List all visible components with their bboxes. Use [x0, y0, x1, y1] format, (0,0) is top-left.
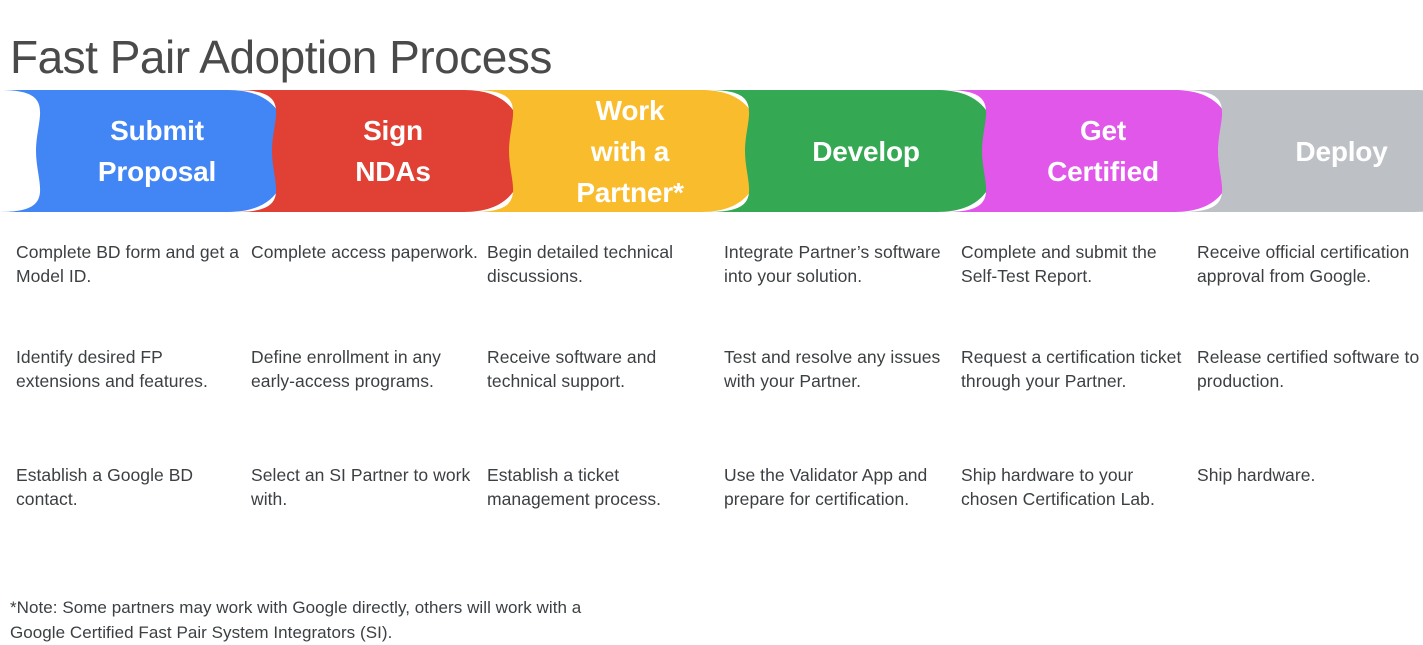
stage-banner-shape-sign-ndas: [236, 90, 524, 212]
step-item: Complete and submit the Self-Test Report…: [961, 242, 1157, 286]
step-item: Select an SI Partner to work with.: [251, 465, 471, 509]
stage-banner-develop[interactable]: Develop: [709, 90, 997, 212]
footnote-note: *Note: Some partners may work with Googl…: [10, 598, 582, 642]
stage-banner-shape-deploy: [1182, 90, 1423, 212]
step-item: Receive software and technical support.: [487, 347, 657, 391]
step-item: Use the Validator App and prepare for ce…: [724, 465, 928, 509]
stage-banner-get-certified[interactable]: Get Certified: [946, 90, 1234, 212]
step-item: Complete access paperwork.: [251, 242, 478, 262]
stage-label-sign-ndas: Sign NDAs: [355, 115, 431, 187]
stage-banner-shape-get-certified: [946, 90, 1234, 212]
step-item: Define enrollment in any early-access pr…: [251, 347, 441, 391]
step-item: Complete BD form and get a Model ID.: [16, 242, 240, 286]
process-steps-grid: Complete BD form and get a Model ID. Iden…: [0, 240, 1423, 560]
stage-banner-deploy[interactable]: Deploy: [1182, 90, 1423, 212]
stage-banner-work-with-a-partner[interactable]: Work with a Partner*: [473, 90, 761, 212]
page-title: Fast Pair Adoption Process: [10, 30, 552, 83]
stage-banner-shape-develop: [709, 90, 997, 212]
step-item: Establish a ticket management process.: [487, 465, 662, 509]
step-item: Ship hardware.: [1197, 465, 1316, 485]
stage-label-deploy: Deploy: [1295, 135, 1388, 167]
process-stage-banner-strip: Submit Proposal Sign NDAs Work with a Part…: [0, 90, 1423, 212]
stage-label-get-certified: Get Certified: [1047, 115, 1159, 187]
stage-banner-shape-work-with-a-partner: [473, 90, 761, 212]
step-item: Receive official certification approval …: [1197, 242, 1410, 286]
stage-label-work-with-a-partner: Work with a Partner*: [576, 94, 684, 208]
step-item: Request a certification ticket through y…: [961, 347, 1182, 391]
stage-banner-shape-submit-proposal: [0, 90, 288, 212]
step-item: Release certified software to production…: [1197, 347, 1420, 391]
step-item: Identify desired FP extensions and featu…: [16, 347, 208, 391]
stage-label-develop: Develop: [812, 135, 920, 167]
step-item: Ship hardware to your chosen Certificati…: [961, 465, 1155, 509]
stage-banner-sign-ndas[interactable]: Sign NDAs: [236, 90, 524, 212]
step-item: Integrate Partner’s software into your s…: [724, 242, 941, 286]
stage-label-submit-proposal: Submit Proposal: [97, 115, 217, 187]
stage-banner-submit-proposal[interactable]: Submit Proposal: [0, 90, 288, 212]
step-item: Establish a Google BD contact.: [16, 465, 194, 509]
step-item: Begin detailed technical discussions.: [487, 242, 674, 286]
step-item: Test and resolve any issues with your Pa…: [724, 347, 941, 391]
